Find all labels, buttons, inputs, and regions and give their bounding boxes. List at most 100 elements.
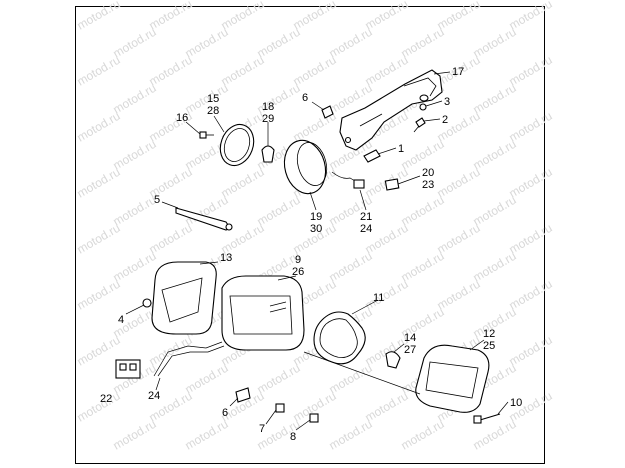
- callout-2: 2: [442, 114, 448, 126]
- part-22-connector-block: [115, 359, 141, 379]
- watermark-text: motod.ru: [291, 53, 339, 89]
- watermark-text: motod.ru: [75, 221, 123, 257]
- watermark-text: motod.ru: [507, 165, 555, 201]
- watermark-text: motod.ru: [255, 361, 303, 397]
- leader-lines: [125, 71, 509, 431]
- part-5-rod: [175, 207, 233, 231]
- callout-4: 4: [118, 314, 124, 326]
- part-6-clip-top: [321, 105, 334, 119]
- callout-25: 25: [483, 340, 495, 352]
- part-11-gasket: [313, 311, 366, 365]
- callout-19: 19: [310, 211, 322, 223]
- watermark-text: motod.ru: [471, 137, 519, 173]
- callout-13: 13: [220, 252, 232, 264]
- watermark-text: motod.ru: [507, 221, 555, 257]
- callout-7: 7: [259, 423, 265, 435]
- part-18-bulb: [261, 145, 275, 163]
- watermark-text: motod.ru: [507, 277, 555, 313]
- part-7-terminal: [275, 403, 285, 413]
- watermark-text: motod.ru: [219, 165, 267, 201]
- part-16-screw: [199, 131, 214, 139]
- callout-29: 29: [262, 113, 274, 125]
- part-13-base-plate: [151, 261, 217, 335]
- watermark-text: motod.ru: [75, 109, 123, 145]
- watermark-text: motod.ru: [75, 333, 123, 369]
- watermark-text: motod.ru: [399, 25, 447, 61]
- watermark-text: motod.ru: [435, 277, 483, 313]
- watermark-text: motod.ru: [291, 0, 339, 33]
- callout-5: 5: [154, 194, 160, 206]
- watermark-text: motod.ru: [183, 417, 231, 453]
- watermark-text: motod.ru: [75, 0, 123, 33]
- watermark-text: motod.ru: [111, 249, 159, 285]
- callout-17: 17: [452, 66, 464, 78]
- callout-20: 20: [422, 167, 434, 179]
- watermark-text: motod.ru: [327, 417, 375, 453]
- watermark-text: motod.ru: [111, 25, 159, 61]
- watermark-text: motod.ru: [327, 249, 375, 285]
- callout-18: 18: [262, 101, 274, 113]
- watermark-text: motod.ru: [183, 25, 231, 61]
- watermark-text: motod.ru: [363, 0, 411, 33]
- part-21-connector: [331, 171, 365, 189]
- part-12-lens-housing: [415, 344, 490, 413]
- watermark-text: motod.ru: [507, 333, 555, 369]
- watermark-text: motod.ru: [327, 25, 375, 61]
- watermark-text: motod.ru: [75, 277, 123, 313]
- part-14-bulb: [385, 351, 401, 369]
- watermark-text: motod.ru: [399, 417, 447, 453]
- callout-15: 15: [207, 93, 219, 105]
- watermark-text: motod.ru: [363, 277, 411, 313]
- callout-23: 23: [422, 179, 434, 191]
- part-8-terminal: [309, 413, 319, 423]
- callout-24-bottom: 24: [148, 390, 160, 402]
- watermark-text: motod.ru: [471, 193, 519, 229]
- watermark-text: motod.ru: [111, 417, 159, 453]
- part-20-plug: [384, 178, 400, 191]
- watermark-text: motod.ru: [147, 0, 195, 33]
- watermark-text: motod.ru: [471, 249, 519, 285]
- callout-9: 9: [295, 254, 301, 266]
- watermark-text: motod.ru: [75, 389, 123, 425]
- callout-3: 3: [444, 96, 450, 108]
- callout-11: 11: [373, 292, 384, 304]
- watermark-text: motod.ru: [147, 53, 195, 89]
- watermark-text: motod.ru: [471, 25, 519, 61]
- watermark-text: motod.ru: [363, 389, 411, 425]
- part-3-washer: [419, 103, 427, 111]
- callout-1: 1: [398, 143, 404, 155]
- watermark-text: motod.ru: [255, 193, 303, 229]
- watermark-text: motod.ru: [435, 0, 483, 33]
- callout-labels: 17 6 3 2 15 28 18 29 16 1 20 23 5 19 30 …: [100, 66, 522, 443]
- part-24-wire-harness: [153, 341, 225, 377]
- callout-14: 14: [404, 332, 416, 344]
- callout-24-top: 24: [360, 223, 372, 235]
- part-2-screw: [413, 117, 426, 133]
- watermark-text: motod.ru: [111, 137, 159, 173]
- watermark-text: motod.ru: [75, 165, 123, 201]
- part-9-housing: [221, 275, 305, 351]
- watermark-text: motod.ru: [435, 165, 483, 201]
- callout-16: 16: [176, 112, 188, 124]
- watermark-text: motod.ru: [147, 221, 195, 257]
- part-17-bracket: [339, 69, 443, 151]
- callout-28: 28: [207, 105, 219, 117]
- watermark-text: motod.ru: [183, 361, 231, 397]
- watermark-text: motod.ru: [507, 53, 555, 89]
- watermark-text: motod.ru: [219, 53, 267, 89]
- watermark-text: motod.ru: [363, 53, 411, 89]
- callout-26: 26: [292, 266, 304, 278]
- part-4-grommet: [142, 298, 152, 308]
- callout-22: 22: [100, 393, 112, 405]
- callout-21: 21: [360, 211, 372, 223]
- watermark-text: motod.ru: [399, 193, 447, 229]
- callout-30: 30: [310, 223, 322, 235]
- watermark-text: motod.ru: [471, 81, 519, 117]
- watermark-text: motod.ru: [147, 333, 195, 369]
- part-10-screw: [473, 413, 501, 424]
- watermark-text: motod.ru: [255, 25, 303, 61]
- callout-8: 8: [290, 431, 296, 443]
- watermark-text: motod.ru: [435, 221, 483, 257]
- watermark-text: motod.ru: [399, 249, 447, 285]
